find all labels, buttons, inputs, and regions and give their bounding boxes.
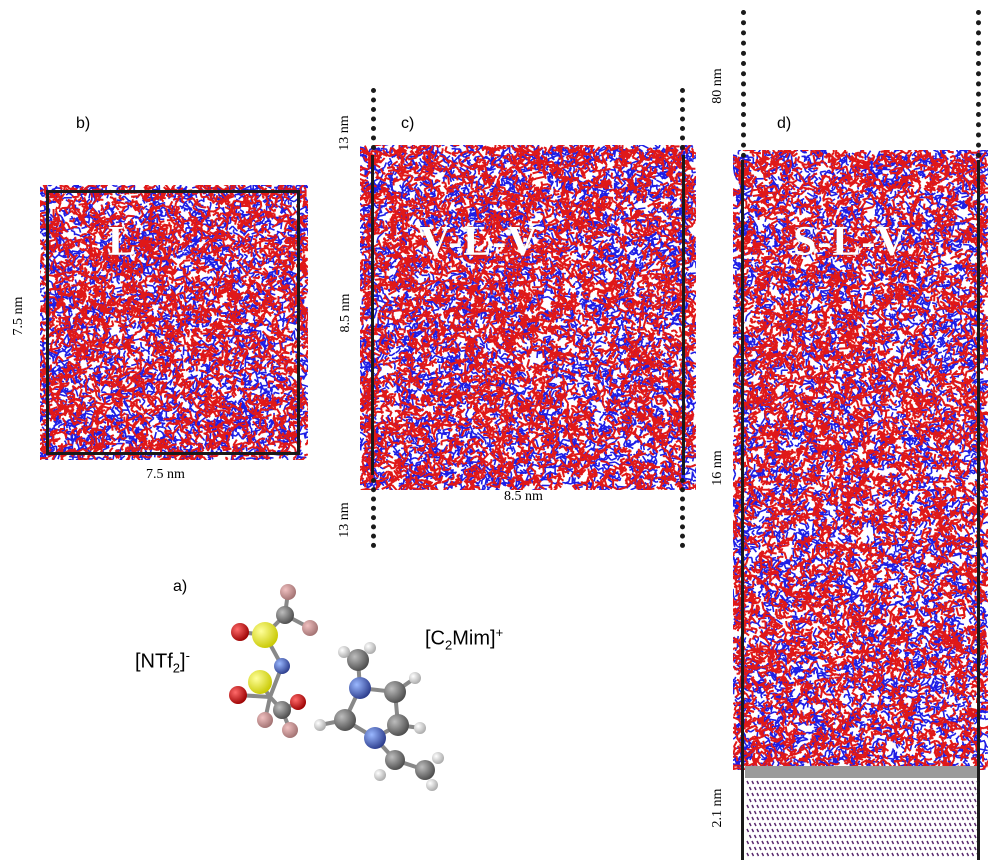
oxygen-atom [231,623,249,641]
nitrogen-atom [349,677,371,699]
fluorine-atom [302,620,318,636]
nitrogen-atom [364,727,386,749]
panel-c-bottom-left-dotted [371,478,376,548]
hydrogen-atom [426,779,438,791]
substrate-atoms [746,780,978,857]
ntf2-and-c2mim-molecule-illustration [229,584,444,791]
carbon-atom [385,750,405,770]
anion-fragments [360,145,696,490]
hydrogen-atom [314,719,326,731]
panel-b-height-label: 7.5 nm [11,296,26,336]
panel-d-letter: d) [777,115,792,132]
panel-d-right-wall [977,160,980,860]
carbon-atom [276,606,294,624]
panel-c-width-label: 8.5 nm [504,489,543,504]
hydrogen-atom [432,752,444,764]
fluorine-atom [257,712,273,728]
panel-c-left-wall [371,155,374,475]
fluorine-atom [280,584,296,600]
hydrogen-atom [374,769,386,781]
sulfur-atom [252,622,278,648]
panel-c-letter: c) [401,115,415,132]
fluorine-atom [282,722,298,738]
carbon-atom [387,714,409,736]
hydrogen-atom [409,672,421,684]
cation-label: [C2Mim]+ [425,625,504,653]
panel-d-liquid-label: 16 nm [710,450,725,486]
ion-pair-molecules [220,580,450,800]
substrate-lattice [746,780,978,857]
anion-fragments [40,185,308,460]
substrate-surface-layer [745,766,978,778]
panel-d-solid-label: 2.1 nm [710,788,725,828]
panel-b-phase-label: L [108,219,138,265]
carbon-atom [384,681,406,703]
panel-c-height-label: 8.5 nm [338,293,353,333]
anion-label: [NTf2]- [135,648,190,676]
nitrogen-atom [274,658,290,674]
panel-c-right-wall [682,155,685,475]
hydrogen-atom [364,642,376,654]
panel-c-top-vacuum-label: 13 nm [337,115,352,151]
liquid-snapshot-b [40,185,308,460]
panel-d-vacuum-label: 80 nm [710,68,725,104]
panel-c-bottom-right-dotted [680,478,685,548]
carbon-atom [347,649,369,671]
hydrogen-atom [414,722,426,734]
panel-d-phase-label: S-L-V [793,219,908,265]
panel-a-letter: a) [173,578,188,595]
oxygen-atom [229,686,247,704]
panel-d-left-wall [741,160,744,860]
panel-c-top-right-dotted [680,88,685,150]
panel-c-bottom-vacuum-label: 13 nm [337,502,352,538]
solid-substrate [745,778,978,858]
carbon-atom [415,760,435,780]
carbon-atom [334,709,356,731]
panel-b-liquid-box [40,185,308,460]
panel-b-box-outline [46,190,300,455]
carbon-atom [273,701,291,719]
oxygen-atom [290,694,306,710]
hydrogen-atom [338,646,350,658]
panel-b-width-label: 7.5 nm [146,467,185,482]
liquid-snapshot-c [360,145,696,490]
panel-c-phase-label: V-L-V [420,219,539,265]
panel-d-top-left-dotted [741,10,746,158]
panel-b-letter: b) [76,115,91,132]
panel-c-liquid-slab [360,145,696,490]
panel-c-top-left-dotted [371,88,376,150]
panel-d-top-right-dotted [976,10,981,158]
sulfur-atom [248,670,272,694]
